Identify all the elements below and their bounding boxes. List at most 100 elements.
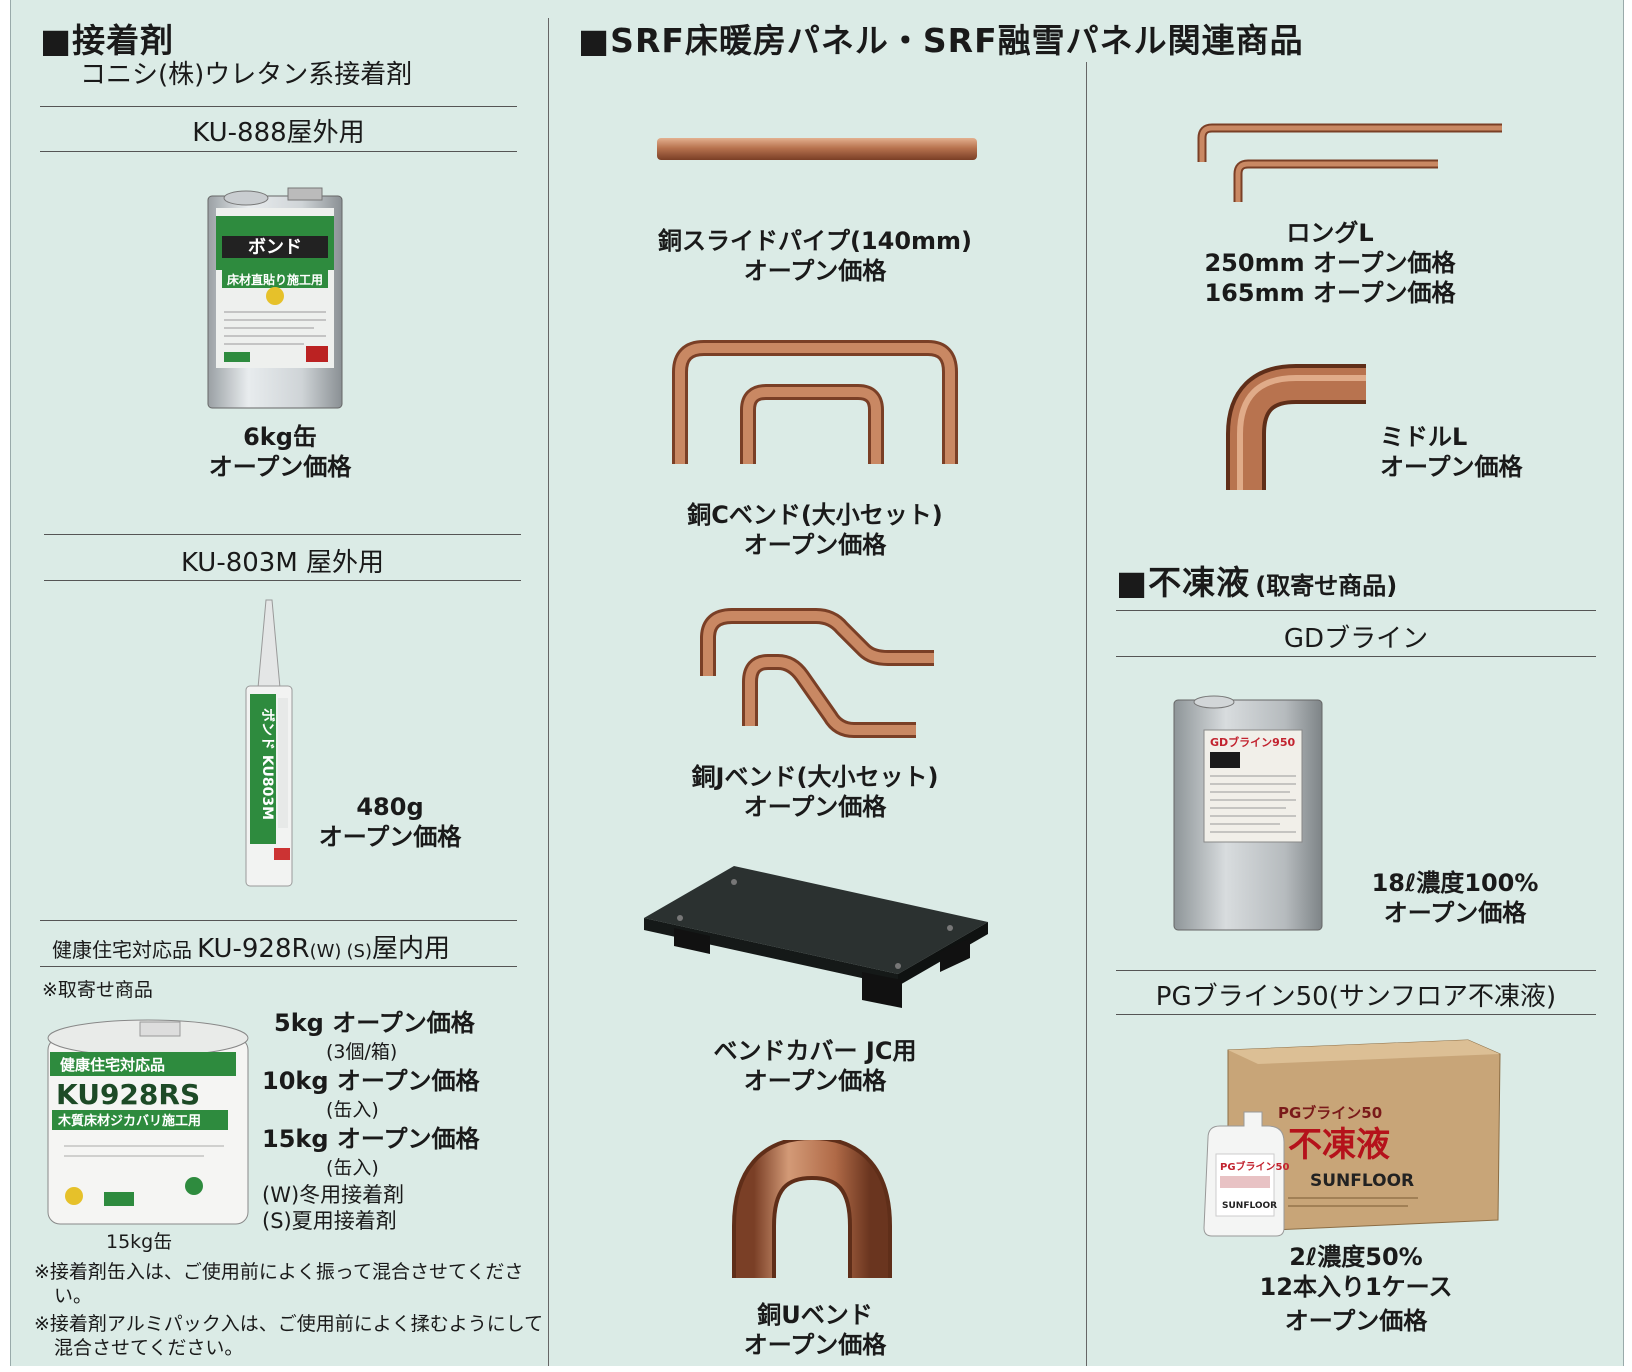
middle-l-caption: ミドルL オープン価格 xyxy=(1380,422,1580,482)
pg-price: オープン価格 xyxy=(1284,1307,1428,1335)
ku928-price-5kg-size: 5kg xyxy=(274,1009,324,1037)
ku888-size: 6kg缶 xyxy=(243,423,317,451)
pg-box-brand: SUNFLOOR xyxy=(1310,1171,1414,1191)
divider xyxy=(1116,1014,1596,1015)
antifreeze-heading-row: ■不凍液 (取寄せ商品) xyxy=(1116,556,1397,604)
long-l-caption: ロングL 250mm オープン価格 165mm オープン価格 xyxy=(1180,218,1480,308)
ku928-summer: (S)夏用接着剤 xyxy=(262,1209,397,1233)
adhesive-heading: ■接着剤 xyxy=(40,21,175,60)
divider xyxy=(40,920,517,921)
ku928-title-model: KU-928R xyxy=(197,934,310,964)
ku928-price-list: 5kg オープン価格 (3個/箱) 10kg オープン価格 (缶入) 15kg … xyxy=(262,1008,522,1234)
ku928-bucket-caption: 15kg缶 xyxy=(106,1231,173,1253)
gd-title: GDブライン xyxy=(1283,624,1429,654)
middle-l-price: オープン価格 xyxy=(1380,453,1523,481)
ku928-bucket-model: KU928RS xyxy=(56,1078,200,1111)
pg-bottle-image: PGブライン50 SUNFLOOR xyxy=(1203,1111,1289,1237)
pg-bottle-brand: SUNFLOOR xyxy=(1222,1201,1277,1211)
long-l-250: 250mm オープン価格 xyxy=(1204,249,1456,277)
adhesive-maker: コニシ(株)ウレタン系接着剤 xyxy=(80,60,413,90)
pg-caption: 2ℓ濃度50% 12本入り1ケース オープン価格 xyxy=(1206,1242,1506,1336)
c-bend-caption: 銅Cベンド(大小セット) オープン価格 xyxy=(620,500,1010,560)
long-l-image xyxy=(1197,123,1502,202)
ku928-price-10kg-size: 10kg xyxy=(262,1067,329,1095)
slide-pipe-name: 銅スライドパイプ(140mm) xyxy=(657,227,973,255)
bend-cover-price: オープン価格 xyxy=(743,1067,887,1095)
ku928-title-w: (W) xyxy=(309,941,342,962)
pg-case: 12本入り1ケース xyxy=(1259,1273,1453,1301)
gd-price: オープン価格 xyxy=(1383,899,1527,927)
ku928-price-10kg: オープン価格 xyxy=(336,1067,480,1095)
j-bend-image xyxy=(700,608,934,738)
pg-box-big: 不凍液 xyxy=(1288,1125,1390,1165)
u-bend-price: オープン価格 xyxy=(743,1331,887,1359)
bend-cover-image xyxy=(644,866,988,1008)
ku803-price: オープン価格 xyxy=(318,823,462,851)
antifreeze-heading-note: (取寄せ商品) xyxy=(1255,572,1398,600)
pg-box-image: PGブライン50 不凍液 SUNFLOOR xyxy=(1227,1039,1501,1232)
middle-l-name: ミドルL xyxy=(1380,423,1468,451)
antifreeze-heading: ■不凍液 xyxy=(1116,563,1251,602)
ku803-cartridge-text: ボンド KU803M xyxy=(259,708,275,820)
ku803-caption: 480g オープン価格 xyxy=(300,792,480,852)
j-bend-price: オープン価格 xyxy=(743,793,887,821)
ku928-price-15kg-size: 15kg xyxy=(262,1125,329,1153)
ku928-title-s: (S) xyxy=(346,941,372,962)
u-bend-caption: 銅Uベンド オープン価格 xyxy=(620,1300,1010,1360)
middle-l-image xyxy=(1226,364,1366,490)
ku928-pack-5kg: (3個/箱) xyxy=(326,1041,398,1063)
divider xyxy=(44,534,521,535)
ku888-can-line: 床材直貼り施工用 xyxy=(227,272,323,287)
j-bend-name: 銅Jベンド(大小セット) xyxy=(691,763,939,791)
ku928-title: 健康住宅対応品 KU-928R(W) (S)屋内用 xyxy=(52,928,450,965)
ku928-bucket-line: 木質床材ジカバリ施工用 xyxy=(57,1113,201,1129)
adhesive-note-2: ※接着剤アルミパック入は、ご使用前によく揉むようにして混合させてください。 xyxy=(34,1313,544,1359)
pg-title: PGブライン50(サンフロア不凍液) xyxy=(1155,982,1557,1012)
j-bend-caption: 銅Jベンド(大小セット) オープン価格 xyxy=(620,762,1010,822)
divider xyxy=(40,966,517,967)
pg-spec: 2ℓ濃度50% xyxy=(1289,1243,1423,1271)
slide-pipe-image xyxy=(657,138,977,160)
adhesive-note-1: ※接着剤缶入は、ご使用前によく振って混合させてください。 xyxy=(34,1261,524,1307)
ku888-can-image: ボンド 床材直貼り施工用 xyxy=(207,187,343,409)
gd-can-label: GDブライン950 xyxy=(1210,735,1295,749)
gd-can-image: GDブライン950 xyxy=(1173,695,1323,931)
c-bend-price: オープン価格 xyxy=(743,531,887,559)
u-bend-image xyxy=(732,1140,892,1278)
column-divider-left xyxy=(548,18,549,1366)
slide-pipe-caption: 銅スライドパイプ(140mm) オープン価格 xyxy=(620,226,1010,286)
ku803-size: 480g xyxy=(356,793,424,821)
ku928-bucket-image: 健康住宅対応品 KU928RS 木質床材ジカバリ施工用 xyxy=(47,1019,249,1225)
divider xyxy=(40,106,517,107)
divider xyxy=(1116,610,1596,611)
c-bend-name: 銅Cベンド(大小セット) xyxy=(687,501,943,529)
ku928-price-15kg: オープン価格 xyxy=(336,1125,480,1153)
ku928-pack-10kg: (缶入) xyxy=(326,1099,379,1121)
pg-bottle-label: PGブライン50 xyxy=(1220,1160,1289,1173)
u-bend-name: 銅Uベンド xyxy=(757,1301,873,1329)
column-divider-right xyxy=(1086,62,1087,1366)
divider xyxy=(1116,656,1596,657)
ku888-caption: 6kg缶 オープン価格 xyxy=(150,422,410,482)
ku888-title: KU-888屋外用 xyxy=(192,118,365,148)
srf-heading: ■SRF床暖房パネル・SRF融雪パネル関連商品 xyxy=(578,21,1304,60)
ku928-winter: (W)冬用接着剤 xyxy=(262,1183,405,1207)
ku888-price: オープン価格 xyxy=(208,453,352,481)
ku928-pack-15kg: (缶入) xyxy=(326,1157,379,1179)
divider xyxy=(1116,970,1596,971)
gd-caption: 18ℓ濃度100% オープン価格 xyxy=(1330,868,1580,928)
ku928-price-5kg: オープン価格 xyxy=(332,1009,475,1037)
bend-cover-caption: ベンドカバー JC用 オープン価格 xyxy=(620,1036,1010,1096)
long-l-165: 165mm オープン価格 xyxy=(1204,279,1456,307)
ku928-title-prefix: 健康住宅対応品 xyxy=(52,938,192,962)
bend-cover-name: ベンドカバー JC用 xyxy=(713,1037,917,1065)
ku928-order-note: ※取寄せ商品 xyxy=(42,979,153,1001)
pg-box-label: PGブライン50 xyxy=(1278,1104,1382,1122)
gd-spec: 18ℓ濃度100% xyxy=(1371,869,1539,897)
ku928-title-suffix: 屋内用 xyxy=(371,934,450,964)
ku803-title: KU-803M 屋外用 xyxy=(180,548,385,578)
divider xyxy=(44,580,521,581)
long-l-name: ロングL xyxy=(1286,219,1374,247)
slide-pipe-price: オープン価格 xyxy=(743,257,887,285)
divider xyxy=(40,151,517,152)
